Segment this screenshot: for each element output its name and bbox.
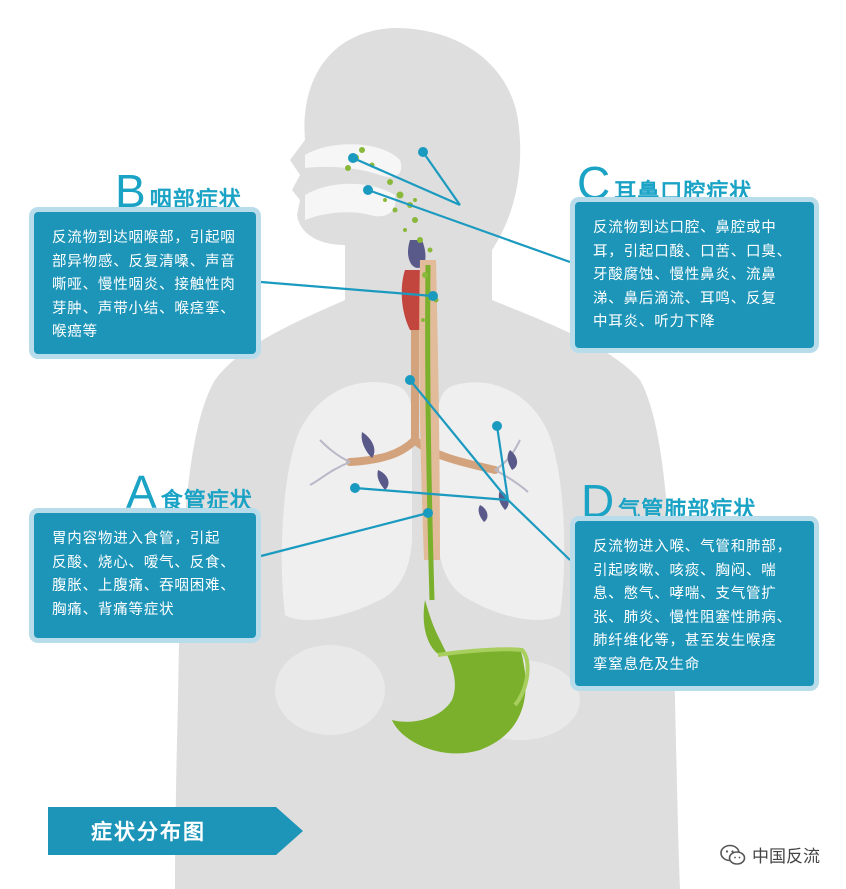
section-d-line: 息、憋气、哮喘、支气管扩 xyxy=(593,586,777,602)
map-title-banner: 症状分布图 xyxy=(48,807,303,855)
section-a-line: 腹胀、上腹痛、吞咽困难、 xyxy=(52,578,236,594)
map-title: 症状分布图 xyxy=(91,820,206,844)
section-a-line: 胸痛、背痛等症状 xyxy=(52,601,175,618)
section-c-line: 耳，引起口酸、口苦、口臭、 xyxy=(593,243,792,260)
section-d-line: 引起咳嗽、咳痰、胸闷、喘 xyxy=(593,562,777,579)
section-b-line: 喉癌等 xyxy=(52,324,98,340)
section-a-line: 反酸、烧心、嗳气、反食、 xyxy=(52,554,236,571)
callout-dots xyxy=(348,147,502,518)
section-d-line: 肺纤维化等，甚至发生喉痉 xyxy=(593,633,777,649)
section-b-letter: B xyxy=(115,165,146,217)
section-c-box: 反流物到达口腔、鼻腔或中 耳，引起口酸、口苦、口臭、 牙酸腐蚀、慢性鼻炎、流鼻 … xyxy=(570,197,819,353)
section-d-line: 反流物进入喉、气管和肺部， xyxy=(593,539,792,555)
section-c-line: 涕、鼻后滴流、耳鸣、反复 xyxy=(593,290,777,307)
section-d-line: 张、肺炎、慢性阻塞性肺病、 xyxy=(593,609,792,626)
watermark: 中国反流 xyxy=(720,842,820,867)
section-d-line: 挛窒息危及生命 xyxy=(593,656,701,673)
section-b-box: 反流物到达咽喉部，引起咽 部异物感、反复清嗓、声音 嘶哑、慢性咽炎、接触性肉 芽… xyxy=(29,207,261,359)
section-b-line: 嘶哑、慢性咽炎、接触性肉 xyxy=(52,277,236,293)
esophagus xyxy=(419,260,440,601)
section-c-line: 中耳炎、听力下降 xyxy=(593,314,716,330)
section-a-line: 胃内容物进入食管，引起 xyxy=(52,531,221,547)
section-d-box: 反流物进入喉、气管和肺部， 引起咳嗽、咳痰、胸闷、喘 息、憋气、哮喘、支气管扩 … xyxy=(570,516,819,691)
section-c-line: 牙酸腐蚀、慢性鼻炎、流鼻 xyxy=(593,267,777,283)
wechat-icon xyxy=(720,844,746,865)
section-a-letter: A xyxy=(126,466,157,518)
section-b-line: 部异物感、反复清嗓、声音 xyxy=(52,253,236,270)
section-c-line: 反流物到达口腔、鼻腔或中 xyxy=(593,220,777,236)
section-b-line: 反流物到达咽喉部，引起咽 xyxy=(52,230,236,246)
watermark-text: 中国反流 xyxy=(752,847,820,867)
banner-arrow-shape xyxy=(48,807,303,855)
section-b-heading: B 咽部症状 xyxy=(115,168,242,214)
section-a-box: 胃内容物进入食管，引起 反酸、烧心、嗳气、反食、 腹胀、上腹痛、吞咽困难、 胸痛… xyxy=(29,508,261,643)
stomach xyxy=(392,600,530,754)
callout-lines xyxy=(260,151,571,561)
section-b-line: 芽肿、声带小结、喉痉挛、 xyxy=(52,300,236,317)
